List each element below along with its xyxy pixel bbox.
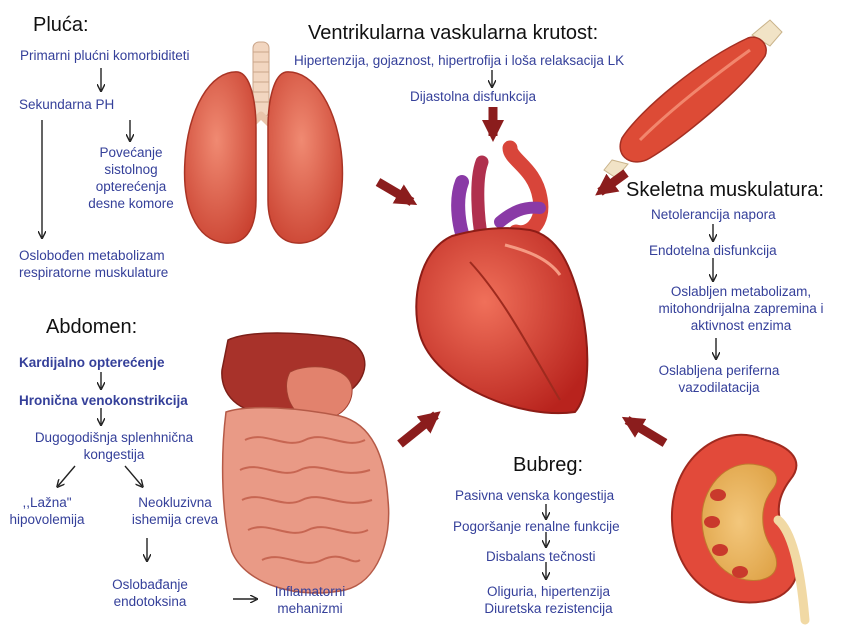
- skeletal-title: Skeletna muskulatura:: [626, 179, 824, 201]
- kidney-item: Disbalans tečnosti: [486, 548, 596, 565]
- abdomen-item: Oslobađanje endotoksina: [100, 576, 200, 610]
- abdomen-item: Hronična venokonstrikcija: [19, 392, 188, 409]
- lungs-item: Oslobođen metabolizam respiratorne musku…: [19, 247, 209, 281]
- heart-illustration: [416, 148, 587, 413]
- lungs-item: Povećanje sistolnog opterećenja desne ko…: [76, 144, 186, 212]
- lungs-title: Pluća:: [33, 14, 89, 36]
- kidney-title: Bubreg:: [513, 454, 583, 476]
- lungs-item: Primarni plućni komorbiditeti: [20, 47, 190, 64]
- skeletal-item: Netolerancija napora: [651, 206, 776, 223]
- kidney-item: Oliguria, hipertenzija Diuretska reziste…: [466, 583, 631, 617]
- kidney-item: Pogoršanje renalne funkcije: [453, 518, 620, 535]
- lungs-item: Sekundarna PH: [19, 96, 114, 113]
- abdomen-title: Abdomen:: [46, 316, 137, 338]
- skeletal-item: Oslabljena periferna vazodilatacija: [640, 362, 798, 396]
- kidney-illustration: [672, 435, 805, 620]
- abdomen-item: Kardijalno opterećenje: [19, 354, 165, 371]
- skeletal-item: Oslabljen metabolizam, mitohondrijalna z…: [630, 283, 850, 334]
- abdomen-item: Dugogodišnja splenhnična kongestija: [20, 429, 208, 463]
- abdomen-item: Neokluzivna ishemija creva: [120, 494, 230, 528]
- kidney-item: Pasivna venska kongestija: [455, 487, 614, 504]
- abdomen-item: Inflamatorni mehanizmi: [260, 583, 360, 617]
- lungs-illustration: [185, 42, 343, 243]
- digestive-organs-illustration: [222, 333, 389, 593]
- ventricular-item: Dijastolna disfunkcija: [410, 88, 536, 105]
- skeletal-item: Endotelna disfunkcija: [649, 242, 777, 259]
- ventricular-item: Hipertenzija, gojaznost, hipertrofija i …: [294, 52, 624, 69]
- ventricular-title: Ventrikularna vaskularna krutost:: [308, 22, 598, 44]
- muscle-illustration: [604, 20, 782, 178]
- abdomen-item: ,,Lažna" hipovolemija: [4, 494, 90, 528]
